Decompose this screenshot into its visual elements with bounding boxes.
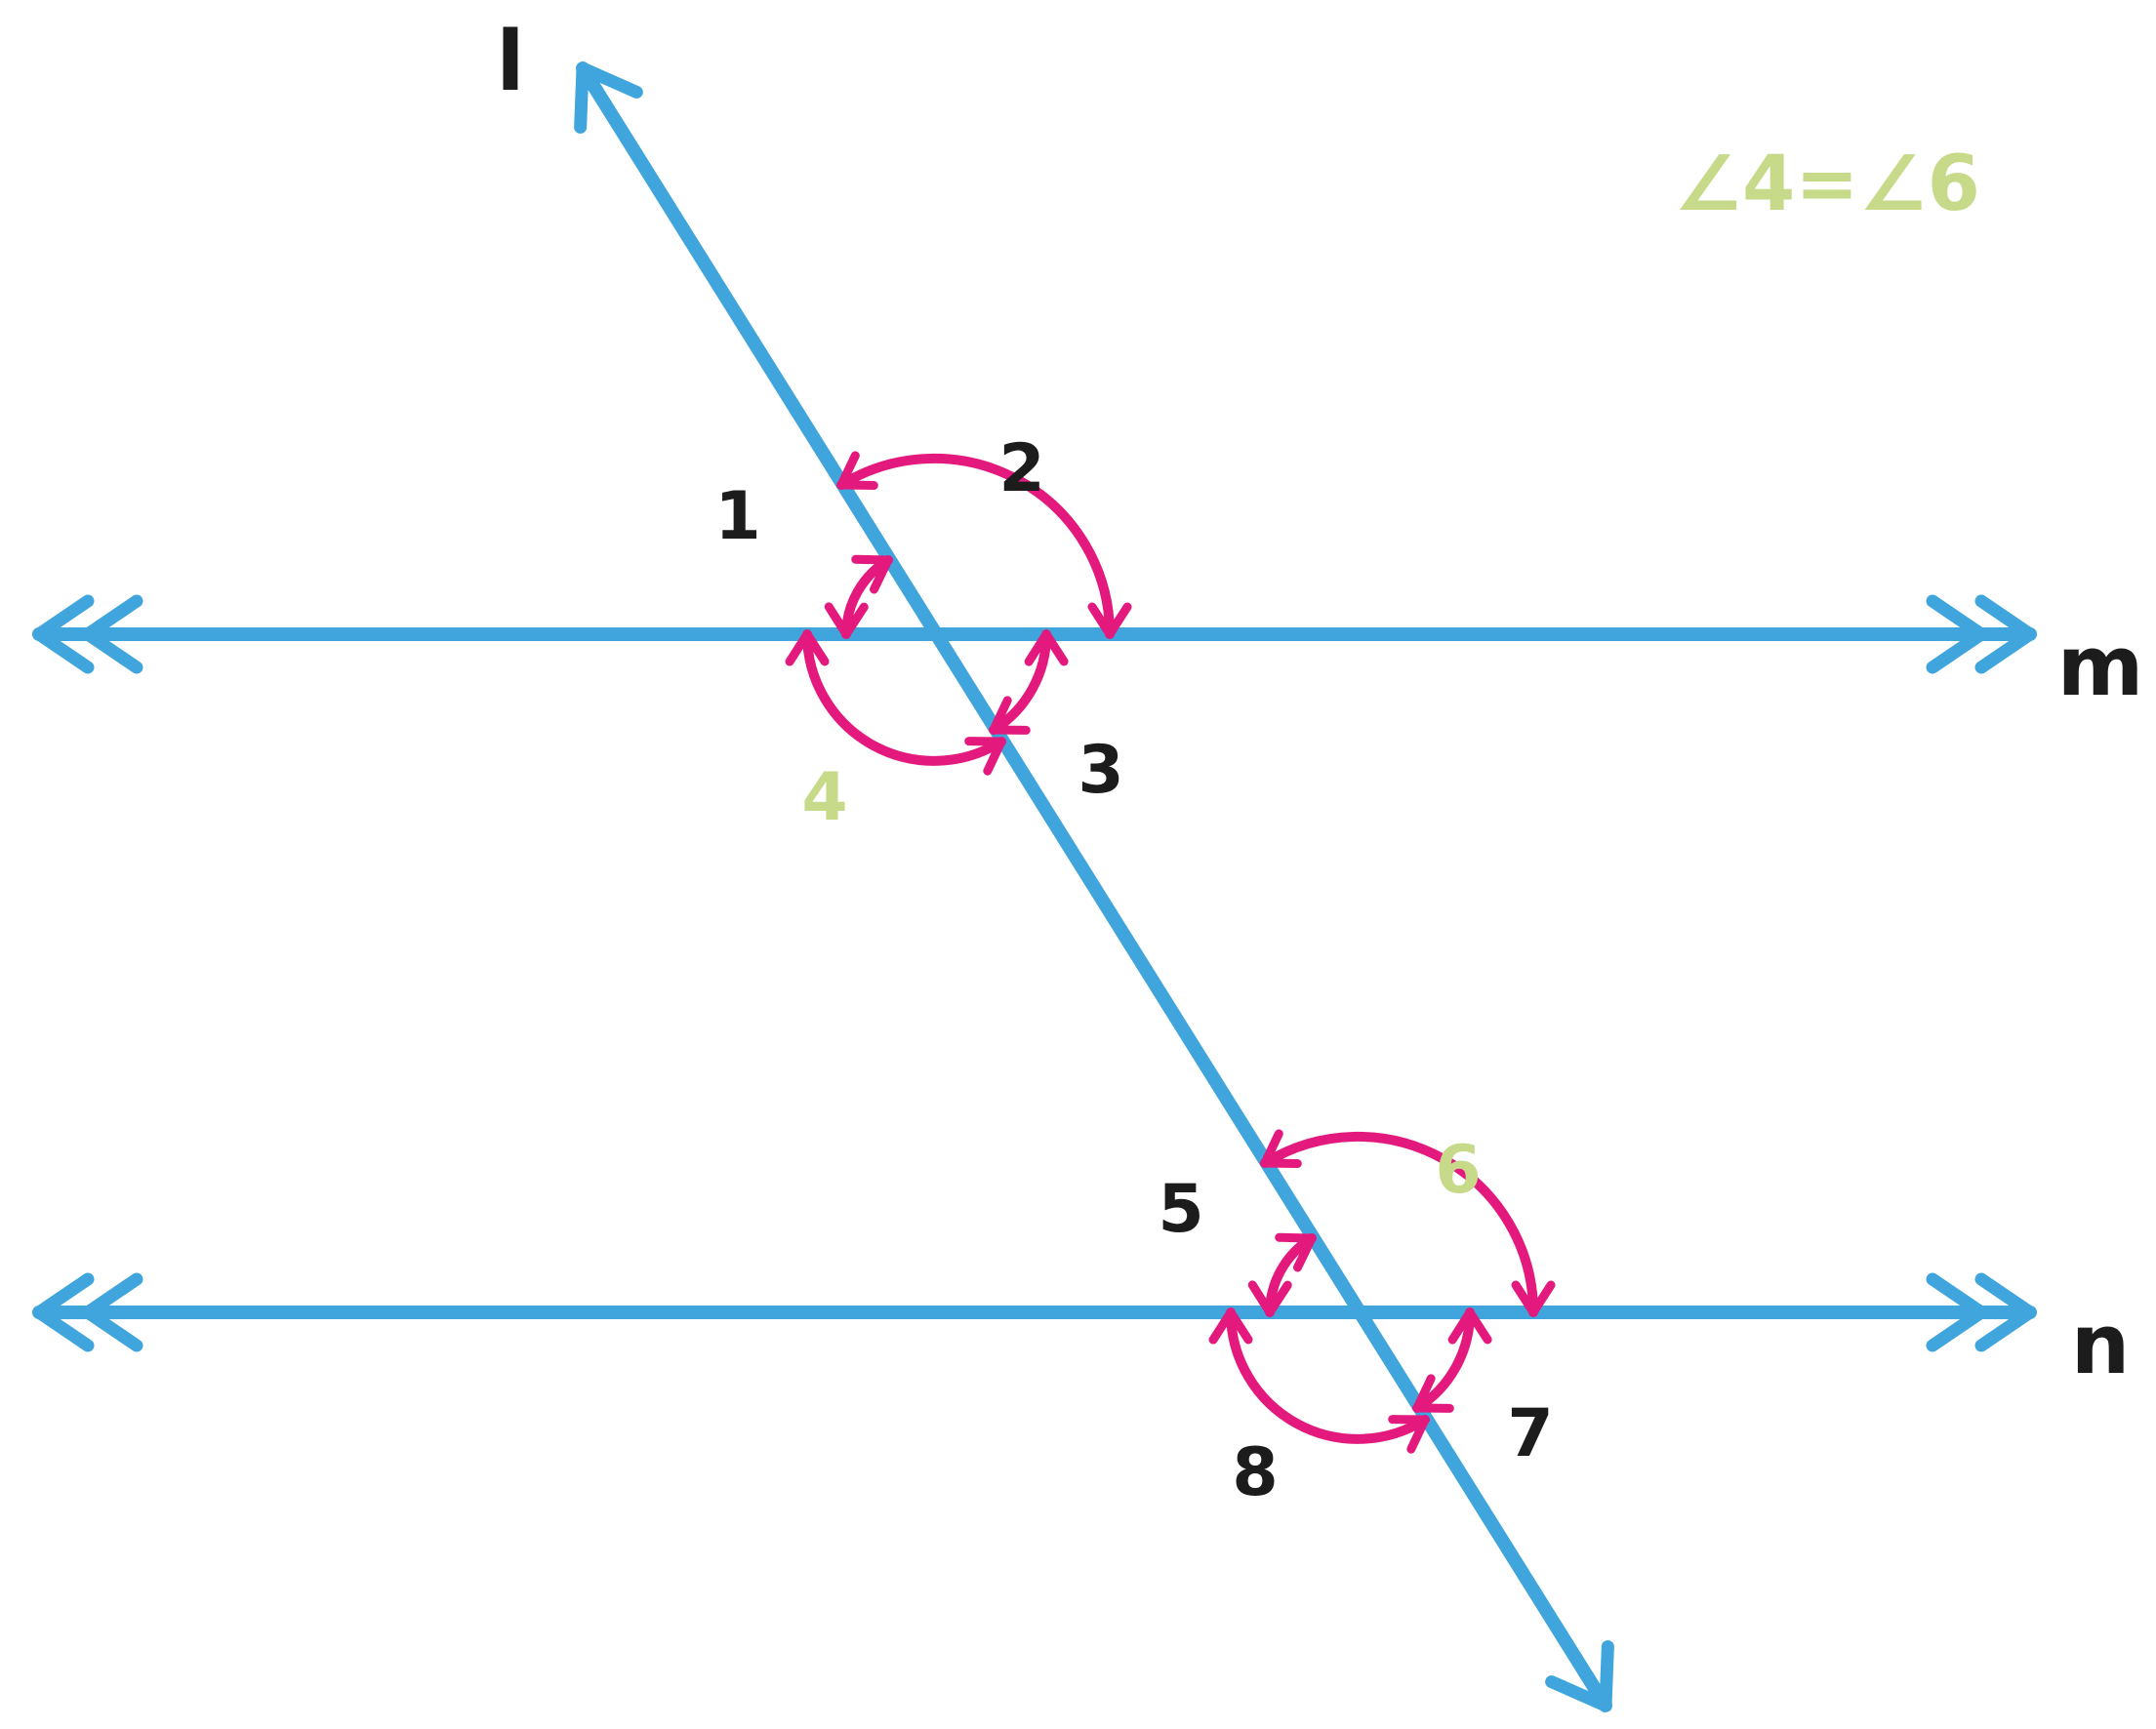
line-l-label: l xyxy=(496,14,524,110)
angle-3-arc xyxy=(989,629,1069,735)
angle-4-arc xyxy=(785,629,1006,776)
line-l-transversal xyxy=(574,61,1614,1712)
angle-7-label: 7 xyxy=(1507,1395,1553,1472)
angle-equation-label: ∠4=∠6 xyxy=(1674,141,1980,228)
angle-8-label: 8 xyxy=(1232,1434,1278,1511)
line-n-label: n xyxy=(2071,1297,2131,1393)
angle-5-arc xyxy=(1247,1232,1317,1317)
angle-1-label: 1 xyxy=(714,478,760,555)
angle-2-label: 2 xyxy=(998,430,1044,507)
line-m-label: m xyxy=(2057,619,2144,715)
angle-4-label: 4 xyxy=(801,759,847,836)
angle-3-label: 3 xyxy=(1078,732,1123,809)
angle-8-arc xyxy=(1208,1307,1430,1454)
angle-6-arc xyxy=(1260,1129,1556,1317)
angle-7-arc xyxy=(1412,1307,1492,1413)
angle-2-arc xyxy=(836,451,1132,639)
angle-1-arc xyxy=(824,554,893,639)
angle-6-label: 6 xyxy=(1435,1132,1481,1209)
angle-5-label: 5 xyxy=(1158,1171,1203,1248)
